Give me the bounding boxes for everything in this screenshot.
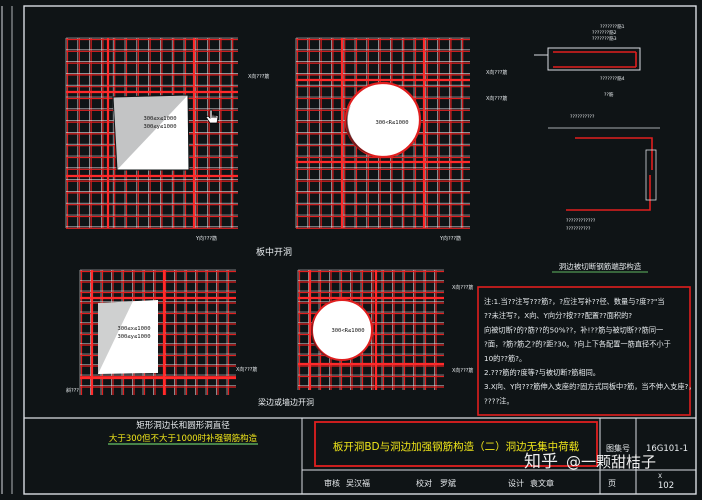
opening-size-x: 300≤x≤1000 bbox=[143, 116, 176, 122]
view-detail: 洞边被切断钢筋端部构造 ???????筋1???????筋2???????筋3?… bbox=[534, 23, 660, 273]
notes-box: 注:1.当??注写???筋?，?应注写补??径、数量与?度??"当 ??未注写?… bbox=[477, 286, 696, 416]
atlas-label: 图集号 bbox=[606, 443, 630, 453]
title-block: 板开洞BD与洞边加强钢筋构造（二）洞边无集中荷载 图集号 16G101-1 审核… bbox=[301, 418, 696, 494]
detail-callout: ?????????? bbox=[570, 114, 595, 120]
caption-detail: 洞边被切断钢筋端部构造 bbox=[559, 261, 642, 271]
callout-x-bar-1: X向???筋 bbox=[486, 69, 507, 76]
notes-border bbox=[477, 286, 691, 416]
note-line: 3.X向、Y向???筋伸入支座的?固方式同板中?筋，当不伸入支座?， bbox=[484, 382, 696, 391]
callout-x-bar: X向???筋 bbox=[248, 73, 269, 80]
rect-opening bbox=[112, 94, 190, 171]
detail-slab-outline bbox=[534, 47, 641, 71]
drawing-title: 板开洞BD与洞边加强钢筋构造（二）洞边无集中荷载 bbox=[333, 440, 580, 453]
reviewer: 吴汉福 bbox=[346, 479, 370, 488]
view-top-middle: 300<R≤1000 X向???筋 X向???筋 Y向???筋 bbox=[344, 69, 507, 242]
view-top-left: 300≤x≤1000 300≤y≤1000 X向???筋 Y向???筋 bbox=[112, 73, 269, 242]
watermark-site: 知乎 bbox=[524, 452, 558, 472]
caption-center: 板中开洞 bbox=[256, 246, 292, 258]
callout-x-bar-5: X向???筋 bbox=[452, 367, 473, 374]
notes-lines: 注:1.当??注写???筋?，?应注写补??径、数量与?度??"当 ??未注写?… bbox=[484, 297, 696, 405]
hatch-mark: X bbox=[658, 473, 662, 480]
detail-callout: ???????筋3 bbox=[592, 35, 617, 42]
note-line: 10的??筋?。 bbox=[484, 354, 526, 363]
detail-bar-end-1 bbox=[575, 137, 653, 170]
callout-x-bar-4: X向???筋 bbox=[452, 284, 473, 291]
callout-slant: 斜??? bbox=[66, 387, 79, 394]
circle-edge-size: 300<R≤1000 bbox=[331, 328, 364, 334]
review-label: 审核 bbox=[324, 478, 340, 488]
atlas-no: 16G101-1 bbox=[646, 444, 688, 454]
caption-edge: 梁边或墙边开洞 bbox=[258, 397, 314, 407]
hand-cursor-icon bbox=[205, 109, 219, 124]
page-no: 102 bbox=[658, 481, 674, 491]
detail-bar-end-2 bbox=[566, 175, 651, 211]
note-line: ????注。 bbox=[484, 396, 514, 405]
note-line: 2.???筋的?度等?与被切断?筋相同。 bbox=[484, 368, 600, 377]
watermark: 知乎 @一颗甜桔子 bbox=[524, 452, 656, 472]
circle-edge-hatch bbox=[311, 318, 331, 358]
detail-callout: ?????????? bbox=[566, 226, 591, 232]
title-highlight-box bbox=[314, 421, 598, 467]
drawing-frame bbox=[23, 5, 697, 495]
note-line: 向被切断?的?筋??的50%??，补!??筋与被切断??筋同一 bbox=[484, 325, 663, 334]
view-bottom-left: 300≤x≤1000 300≤y≤1000 斜??? X向???筋 bbox=[66, 300, 257, 394]
opening-edge-size-x: 300≤x≤1000 bbox=[117, 326, 150, 332]
page-label: 页 bbox=[608, 479, 616, 488]
rect-opening-edge bbox=[98, 300, 158, 374]
note-line: ??未注写?，X向、Y向分?按???配置??面积的? bbox=[484, 311, 632, 320]
detail-support bbox=[645, 149, 657, 201]
opening-edge-hatch bbox=[98, 301, 133, 374]
detail-callout: ???????????? bbox=[566, 218, 596, 224]
callout-y-bar: Y向???筋 bbox=[195, 235, 217, 242]
callout-x-bar-2: X向???筋 bbox=[486, 95, 507, 102]
designer: 袁文章 bbox=[530, 478, 554, 488]
opening-edge-size-y: 300≤y≤1000 bbox=[117, 334, 150, 340]
callout-y-bar-2: Y向???筋 bbox=[439, 235, 461, 242]
watermark-author: @一颗甜桔子 bbox=[566, 453, 656, 471]
detail-callout: ??筋 bbox=[604, 91, 614, 98]
caption-left-title: 矩形洞边长和圆形洞直径 bbox=[136, 420, 230, 431]
detail-callout: ???????筋2 bbox=[592, 29, 617, 36]
detail-callout: ???????筋1 bbox=[600, 23, 625, 30]
detail-callout: ???????筋4 bbox=[600, 75, 625, 82]
callout-x-bar-3: X向???筋 bbox=[236, 366, 257, 373]
note-line: ?面，?筋?筋之?的?距?30。?向上下各配置一筋直径不小于 bbox=[484, 340, 671, 349]
opening-size-y: 300≤y≤1000 bbox=[143, 124, 176, 130]
caption-left-subtitle: 大于300但不大于1000时补强钢筋构造 bbox=[109, 433, 258, 444]
check-label: 校对 bbox=[416, 478, 432, 488]
circle-hatch bbox=[345, 105, 372, 155]
view-bottom-middle: 300<R≤1000 X向???筋 X向???筋 bbox=[311, 284, 473, 374]
circle-size: 300<R≤1000 bbox=[375, 120, 408, 126]
checker: 罗斌 bbox=[440, 478, 456, 488]
note-line: 注:1.当??注写???筋?，?应注写补??径、数量与?度??"当 bbox=[484, 297, 665, 306]
design-label: 设计 bbox=[508, 478, 524, 488]
opening-hatch bbox=[113, 95, 188, 170]
